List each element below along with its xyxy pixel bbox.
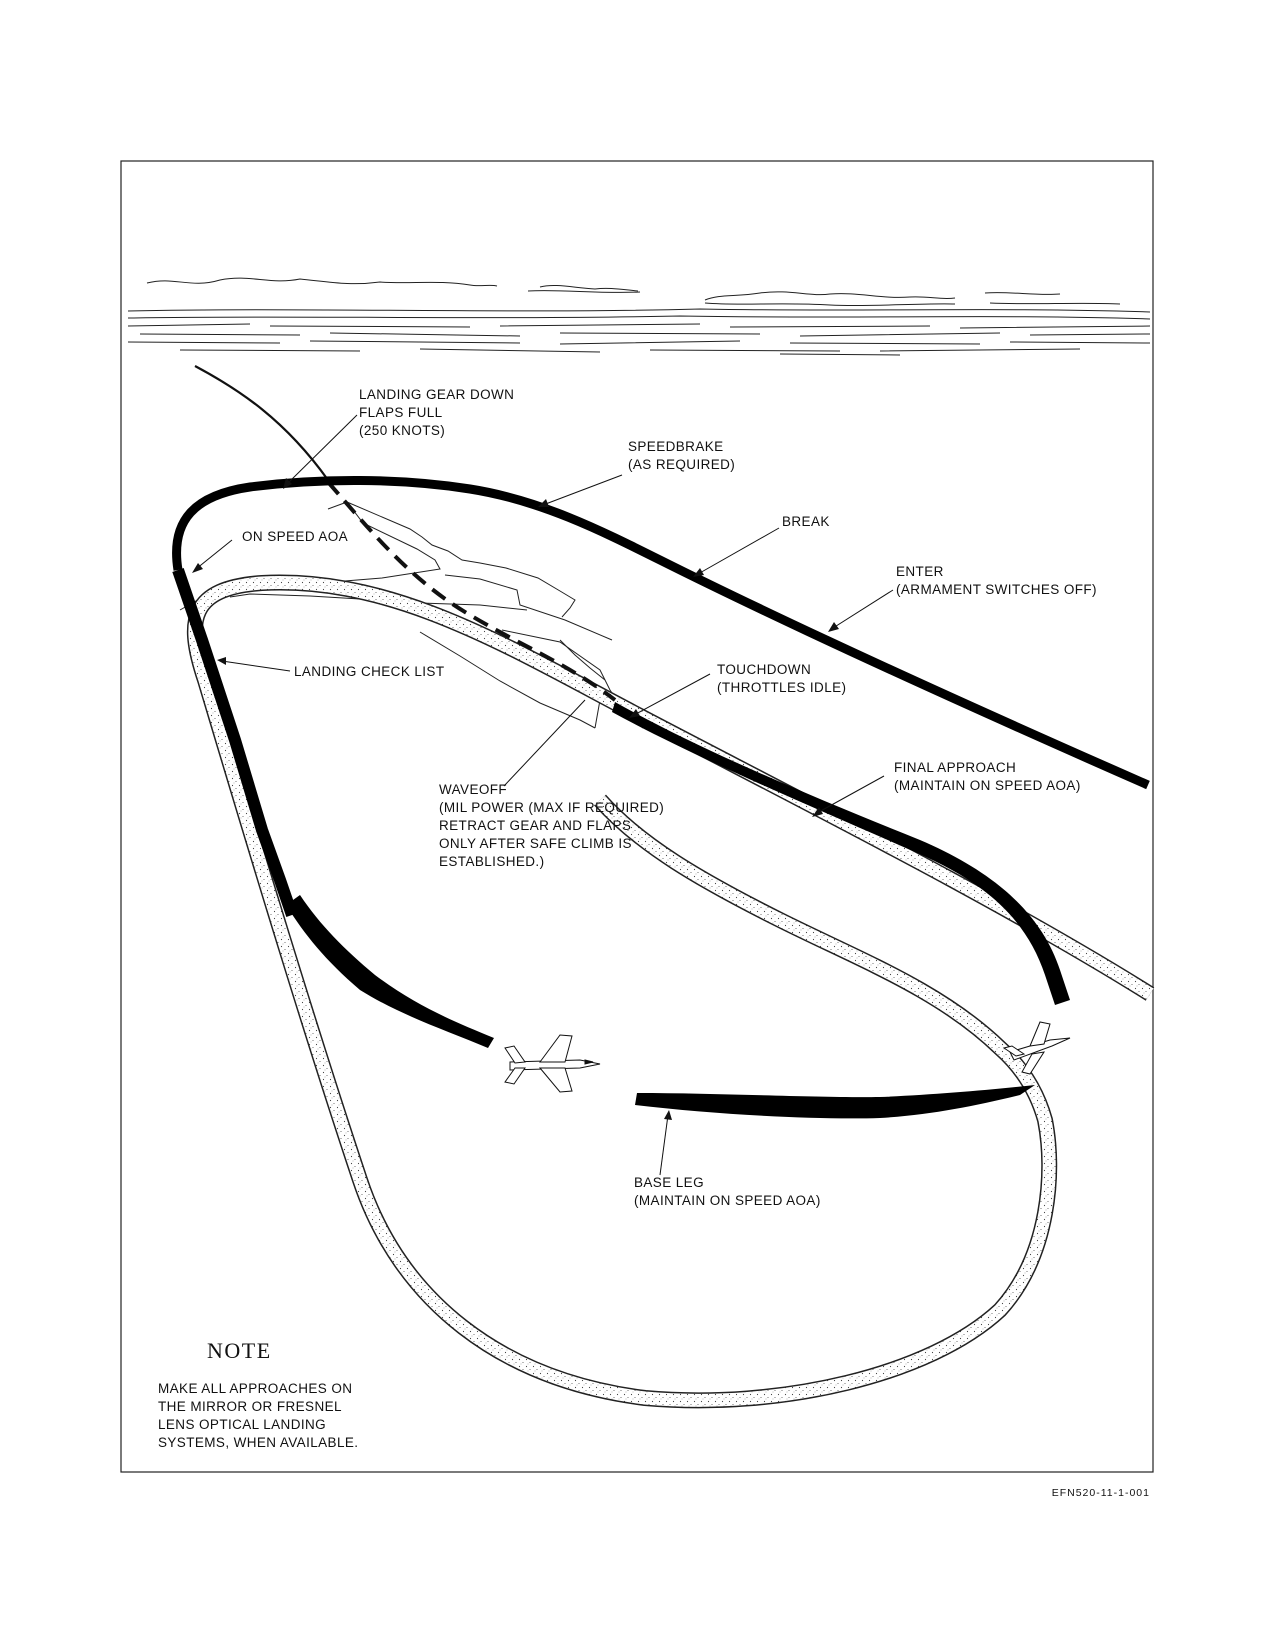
downwind-turn bbox=[286, 895, 494, 1048]
upwind-break-leg bbox=[172, 475, 1150, 790]
note-title: NOTE bbox=[207, 1338, 272, 1363]
stippled-pattern-track bbox=[186, 574, 1155, 1409]
waveoff-label: WAVEOFF (MIL POWER (MAX IF REQUIRED) RET… bbox=[439, 782, 668, 869]
horizon-clouds bbox=[127, 277, 1151, 356]
speedbrake-label: SPEEDBRAKE (AS REQUIRED) bbox=[628, 439, 735, 472]
landing-check-list-label: LANDING CHECK LIST bbox=[294, 664, 444, 679]
final-approach-label: FINAL APPROACH (MAINTAIN ON SPEED AOA) bbox=[894, 760, 1081, 793]
aircraft-base-icon bbox=[504, 1034, 601, 1093]
waveoff-dashed-path bbox=[326, 480, 617, 702]
on-speed-aoa-label: ON SPEED AOA bbox=[242, 529, 348, 544]
leader-lines bbox=[192, 414, 894, 1176]
landing-gear-label: LANDING GEAR DOWN FLAPS FULL (250 KNOTS) bbox=[359, 387, 518, 438]
aircraft-final-icon bbox=[1002, 1021, 1071, 1075]
downwind-leg bbox=[172, 568, 298, 917]
entry-path bbox=[194, 365, 329, 481]
figure-id: EFN520-11-1-001 bbox=[1052, 1487, 1150, 1499]
figure-frame bbox=[120, 160, 1154, 1473]
final-approach-leg bbox=[612, 702, 1070, 1005]
enter-label: ENTER (ARMAMENT SWITCHES OFF) bbox=[896, 564, 1097, 597]
note-text: MAKE ALL APPROACHES ON THE MIRROR OR FRE… bbox=[158, 1381, 358, 1450]
base-leg bbox=[635, 1085, 1035, 1119]
touchdown-label: TOUCHDOWN (THROTTLES IDLE) bbox=[717, 662, 846, 695]
base-leg-label: BASE LEG (MAINTAIN ON SPEED AOA) bbox=[634, 1175, 821, 1208]
break-label: BREAK bbox=[782, 514, 830, 529]
